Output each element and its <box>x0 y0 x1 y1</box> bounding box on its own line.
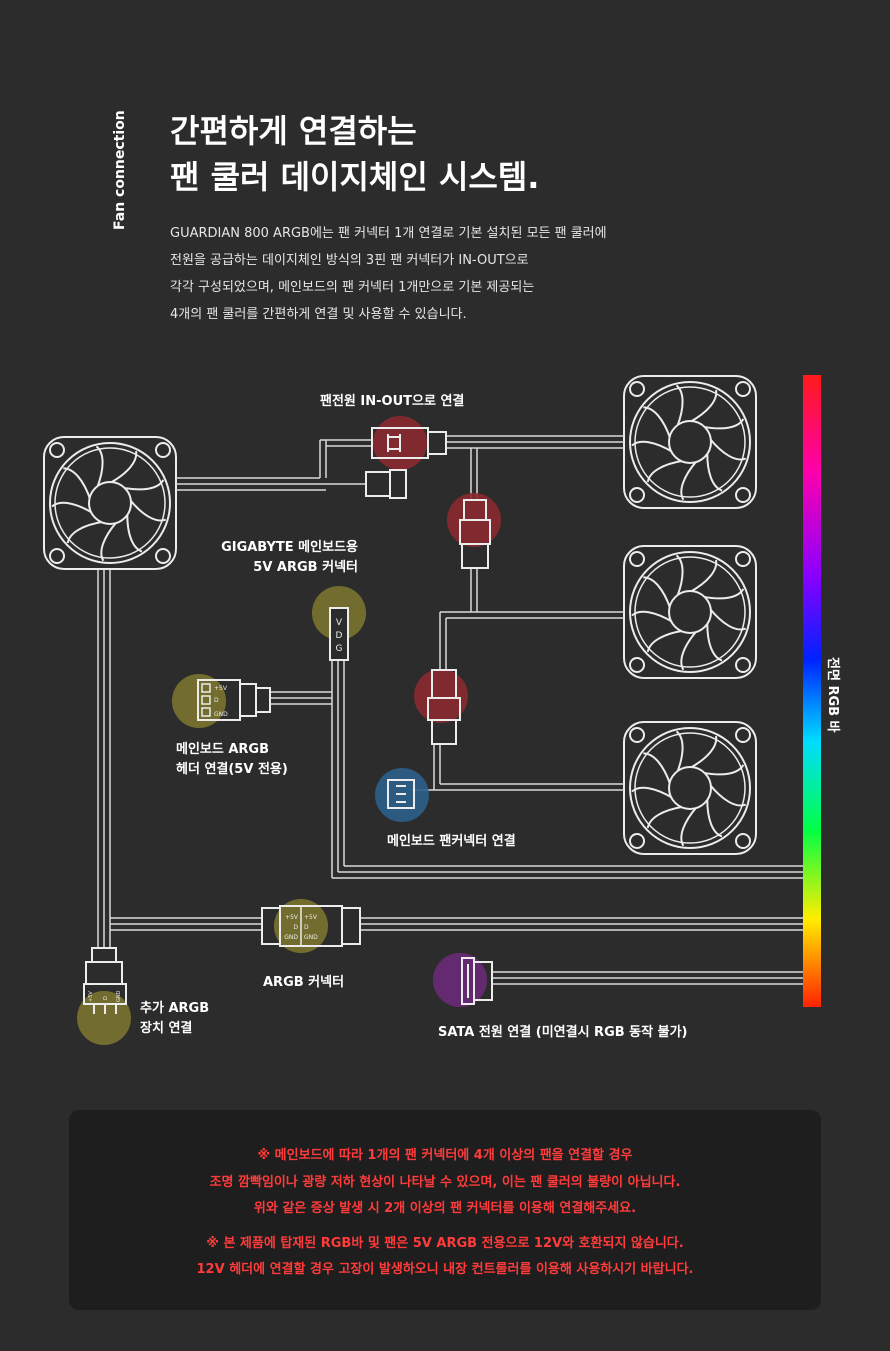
gigabyte-label-line-2: 5V ARGB 커넥터 <box>253 560 358 575</box>
rgb-bar <box>803 375 821 1007</box>
notice-line: ※ 메인보드에 따라 1개의 팬 커넥터에 4개 이상의 팬을 연결할 경우 <box>257 1148 633 1163</box>
fan-right-2 <box>623 545 757 679</box>
header-pin-gnd: GND <box>214 711 228 718</box>
description-line: 전원을 공급하는 데이지체인 방식의 3핀 팬 커넥터가 IN-OUT으로 <box>170 253 529 268</box>
argb-header-label: 메인보드 ARGB 헤더 연결(5V 전용) <box>176 740 288 780</box>
extra-pin-gnd: GND <box>116 990 122 1002</box>
argb-connector-label: ARGB 커넥터 <box>263 975 345 990</box>
vdg-connector: V D G <box>329 607 349 661</box>
sata-label: SATA 전원 연결 (미연결시 RGB 동작 불가) <box>438 1025 688 1040</box>
header-pin-d: D <box>214 697 219 704</box>
argb-pin-right-5v: +5V <box>304 914 318 921</box>
vdg-pin-g: G <box>336 644 343 654</box>
description: GUARDIAN 800 ARGB에는 팬 커넥터 1개 연결로 기본 설치된 … <box>170 220 607 328</box>
vdg-pin-v: V <box>336 618 343 628</box>
argb-header-connector: +5V D GND <box>197 679 271 721</box>
extra-argb-connector: +5V D GND <box>83 947 127 1014</box>
description-line: 각각 구성되었으며, 메인보드의 팬 커넥터 1개만으로 기본 제공되는 <box>170 280 535 295</box>
argb-pin-left-5v: +5V <box>285 914 299 921</box>
mb-fan-connector <box>387 779 415 809</box>
extra-argb-label-line-2: 장치 연결 <box>140 1021 193 1036</box>
fan-power-label: 팬전원 IN-OUT으로 연결 <box>320 394 465 409</box>
argb-inline-connector: +5V D GND +5V D GND <box>261 905 361 947</box>
rgb-bar-label: 전면 RGB 바 <box>825 657 840 733</box>
argb-header-label-line-2: 헤더 연결(5V 전용) <box>176 762 288 777</box>
description-line: GUARDIAN 800 ARGB에는 팬 커넥터 1개 연결로 기본 설치된 … <box>170 226 607 241</box>
title-line-2: 팬 쿨러 데이지체인 시스템. <box>170 158 540 196</box>
vdg-pin-d: D <box>336 631 343 641</box>
daisy-connector-lower <box>427 669 461 745</box>
argb-pin-right-gnd: GND <box>304 934 318 941</box>
argb-pin-right-d: D <box>304 924 309 931</box>
extra-argb-label: 추가 ARGB 장치 연결 <box>140 999 209 1039</box>
title-line-1: 간편하게 연결하는 <box>170 112 417 150</box>
extra-argb-label-line-1: 추가 ARGB <box>140 1001 210 1016</box>
extra-pin-d: D <box>103 996 109 1000</box>
mb-fan-label: 메인보드 팬커넥터 연결 <box>387 834 516 849</box>
cables <box>97 435 803 985</box>
fan-right-1 <box>623 375 757 509</box>
notice-line: ※ 본 제품에 탑재된 RGB바 및 팬은 5V ARGB 전용으로 12V와 … <box>206 1236 684 1251</box>
notice-line: 12V 헤더에 연결할 경우 고장이 발생하오니 내장 컨트롤러를 이용해 사용… <box>196 1262 694 1277</box>
argb-header-label-line-1: 메인보드 ARGB <box>176 742 270 757</box>
fan-power-connector <box>371 427 447 459</box>
notice-box: ※ 메인보드에 따라 1개의 팬 커넥터에 4개 이상의 팬을 연결할 경우 조… <box>69 1110 821 1310</box>
page-title: 간편하게 연결하는 팬 쿨러 데이지체인 시스템. <box>170 108 539 200</box>
sata-connector <box>461 957 493 1005</box>
description-line: 4개의 팬 쿨러를 간편하게 연결 및 사용할 수 있습니다. <box>170 307 467 322</box>
extra-pin-5v: +5V <box>88 991 94 1002</box>
notice-line: 위와 같은 증상 발생 시 2개 이상의 팬 커넥터를 이용해 연결해주세요. <box>253 1201 637 1216</box>
gigabyte-label: GIGABYTE 메인보드용 5V ARGB 커넥터 <box>200 538 358 578</box>
fan-left <box>43 436 177 570</box>
gigabyte-label-line-1: GIGABYTE 메인보드용 <box>221 540 358 555</box>
notice-line: 조명 깜빡임이나 광량 저하 현상이 나타날 수 있으며, 이는 팬 쿨러의 불… <box>209 1175 681 1190</box>
fan-power-in-connector <box>365 469 407 499</box>
argb-pin-left-gnd: GND <box>284 934 298 941</box>
header-pin-5v: +5V <box>214 685 228 692</box>
fan-right-3 <box>623 721 757 855</box>
daisy-connector-upper <box>459 499 491 569</box>
connection-diagram: V D G +5V D GND +5V D GND +5V D GND +5V … <box>43 375 821 1045</box>
argb-pin-left-d: D <box>293 924 298 931</box>
